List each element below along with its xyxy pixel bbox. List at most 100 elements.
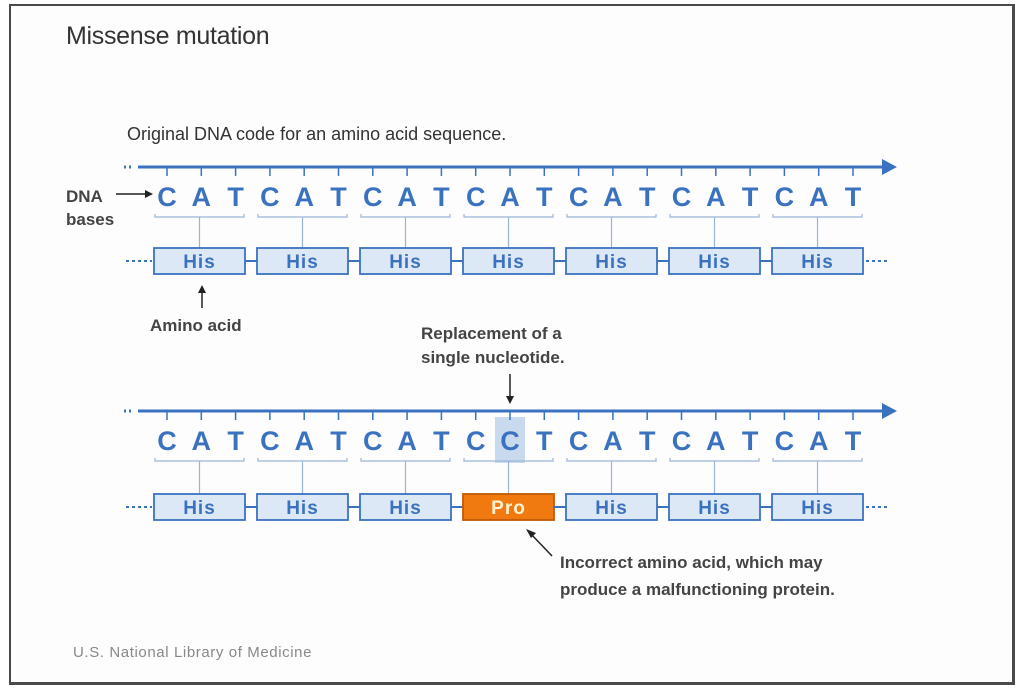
incorrect-arrowhead-icon [526, 529, 536, 538]
amino-acid-box [256, 247, 349, 275]
dna-base: A [192, 426, 212, 456]
dna-base: C [363, 182, 383, 212]
dna-base: C [775, 426, 795, 456]
incorrect-amino-acid-label: Incorrect amino acid, which may produce … [560, 549, 835, 603]
codon-bracket [463, 214, 554, 218]
dna-base: C [157, 426, 177, 456]
amino-acid-box [359, 493, 452, 521]
codon-bracket [257, 214, 348, 218]
dna-base: C [466, 426, 486, 456]
codon-bracket [772, 214, 863, 218]
dna-base: T [227, 426, 244, 456]
dna-base: T [742, 182, 759, 212]
amino-acid-box [771, 247, 864, 275]
amino-acid-name: His [698, 498, 731, 519]
amino-acid-name: His [183, 498, 216, 519]
dna-base: A [809, 182, 829, 212]
dna-base: T [639, 182, 656, 212]
dna-base: C [569, 182, 589, 212]
dna-base: A [294, 426, 314, 456]
dna-base: C [569, 426, 589, 456]
codon-bracket [257, 458, 348, 462]
dna-base: C [157, 182, 177, 212]
codon-bracket [669, 214, 760, 218]
dna-base: A [809, 426, 829, 456]
amino-acid-box [359, 247, 452, 275]
mutant-amino-acid-box [462, 493, 555, 521]
incorrect-arrow-line [529, 532, 553, 557]
dna-base: T [639, 426, 656, 456]
amino-acid-box [256, 493, 349, 521]
dna-label-line1: DNA [66, 187, 103, 206]
amino-acid-box [462, 247, 555, 275]
dna-label-line2: bases [66, 210, 115, 229]
dna-label-arrowhead-icon [145, 190, 153, 198]
dna-base: C [363, 426, 383, 456]
dna-base: T [536, 426, 553, 456]
strand-arrowhead-icon [882, 159, 897, 175]
dna-base: A [294, 182, 314, 212]
amino-acid-box [771, 493, 864, 521]
dna-base: C [500, 426, 520, 456]
replacement-arrowhead-icon [506, 396, 514, 404]
codon-bracket [566, 458, 657, 462]
amino-acid-name: His [595, 498, 628, 519]
dna-base: A [500, 182, 520, 212]
original-caption: Original DNA code for an amino acid sequ… [127, 124, 507, 144]
dna-base: T [742, 426, 759, 456]
amino-acid-name: His [183, 252, 216, 273]
amino-acid-name: His [698, 252, 731, 273]
codon-bracket [154, 214, 245, 218]
dna-base: A [397, 426, 417, 456]
dna-base: T [227, 182, 244, 212]
dna-base: T [330, 426, 347, 456]
dna-base: C [260, 182, 280, 212]
amino-acid-name: His [595, 252, 628, 273]
dna-base: T [330, 182, 347, 212]
amino-acid-box [668, 247, 761, 275]
incorrect-line2: produce a malfunctioning protein. [560, 580, 835, 599]
amino-acid-name: His [801, 252, 834, 273]
codon-bracket [772, 458, 863, 462]
amino-acid-box [668, 493, 761, 521]
dna-base: C [672, 426, 692, 456]
dna-base: A [397, 182, 417, 212]
codon-bracket [566, 214, 657, 218]
amino-acid-name: His [389, 498, 422, 519]
amino-acid-name: His [286, 498, 319, 519]
dna-bases-label: DNA bases [66, 185, 114, 231]
replacement-label: Replacement of a single nucleotide. [421, 322, 565, 370]
dna-base: T [845, 182, 862, 212]
amino-acid-name: His [492, 252, 525, 273]
dna-base: C [775, 182, 795, 212]
amino-acid-label: Amino acid [150, 316, 242, 335]
dna-base: T [845, 426, 862, 456]
dna-base: A [192, 182, 212, 212]
dna-base: A [706, 182, 726, 212]
dna-base: C [672, 182, 692, 212]
dna-base: T [536, 182, 553, 212]
strand-arrowhead-icon [882, 403, 897, 419]
dna-base: C [466, 182, 486, 212]
replacement-line1: Replacement of a [421, 324, 562, 343]
codon-bracket [360, 214, 451, 218]
dna-base: A [603, 426, 623, 456]
amino-acid-arrowhead-icon [198, 285, 206, 293]
mutated-base-highlight [495, 417, 525, 463]
credit-text: U.S. National Library of Medicine [73, 644, 313, 661]
dna-base: A [706, 426, 726, 456]
amino-acid-name: His [801, 498, 834, 519]
amino-acid-name: His [389, 252, 422, 273]
codon-bracket [154, 458, 245, 462]
diagram-title: Missense mutation [66, 22, 270, 50]
amino-acid-box [565, 247, 658, 275]
dna-base: A [603, 182, 623, 212]
codon-bracket [669, 458, 760, 462]
dna-base: C [260, 426, 280, 456]
amino-acid-name: Pro [491, 498, 526, 519]
incorrect-line1: Incorrect amino acid, which may [560, 553, 823, 572]
diagram-frame [9, 4, 1015, 685]
codon-bracket [360, 458, 451, 462]
replacement-line2: single nucleotide. [421, 348, 565, 367]
